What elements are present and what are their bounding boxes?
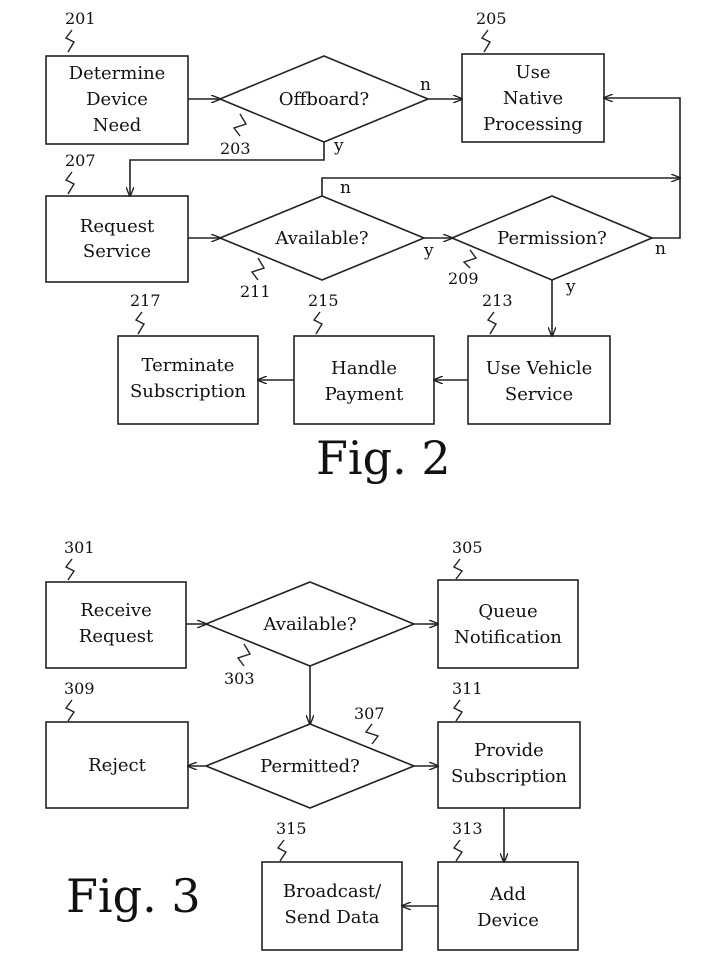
ref-217: 217: [130, 291, 161, 310]
node-309-line-1: Reject: [88, 755, 147, 776]
ref-205: 205: [476, 9, 507, 28]
node-311-line-1: Provide: [474, 740, 544, 761]
leader-315: [276, 839, 288, 862]
ref-203: 203: [220, 139, 251, 158]
node-211-label: Available?: [275, 228, 369, 249]
node-301-line-2: Request: [79, 626, 154, 647]
node-307-permitted-decision: Permitted?: [203, 723, 417, 809]
leader-209: [462, 249, 478, 269]
node-205-line-3: Processing: [483, 114, 583, 135]
leader-207: [64, 171, 75, 195]
leader-307: [364, 723, 380, 745]
node-315-line-1: Broadcast/: [283, 881, 382, 902]
node-215-handle-payment: Handle Payment: [293, 335, 435, 425]
ref-305: 305: [452, 538, 483, 557]
node-207-line-2: Service: [83, 241, 151, 262]
node-205-use-native-processing: Use Native Processing: [461, 53, 605, 143]
leader-217: [134, 311, 145, 335]
ref-215: 215: [308, 291, 339, 310]
node-301-line-1: Receive: [80, 600, 152, 621]
label-offboard-no: n: [420, 75, 431, 95]
label-offboard-yes: y: [333, 136, 344, 156]
node-217-line-2: Subscription: [130, 381, 246, 402]
ref-213: 213: [482, 291, 513, 310]
node-213-line-2: Service: [505, 384, 573, 405]
leader-203: [232, 113, 248, 137]
node-311-line-2: Subscription: [451, 766, 567, 787]
leader-211: [250, 257, 266, 281]
node-205-line-2: Native: [503, 88, 563, 109]
edge-209-205: [604, 98, 681, 239]
ref-309: 309: [64, 679, 95, 698]
node-301-receive-request: Receive Request: [45, 581, 187, 669]
ref-201: 201: [65, 9, 96, 28]
leader-301: [64, 558, 76, 581]
node-217-terminate-subscription: Terminate Subscription: [117, 335, 259, 425]
ref-207: 207: [65, 151, 96, 170]
fig2-caption: Fig. 2: [316, 431, 451, 485]
node-215-line-1: Handle: [331, 358, 397, 379]
fig3-caption: Fig. 3: [66, 869, 201, 923]
node-313-line-1: Add: [489, 884, 526, 905]
node-203-offboard-decision: Offboard?: [217, 55, 431, 143]
node-201-determine-device-need: Determine Device Need: [45, 55, 189, 145]
edge-203-207: [130, 142, 325, 196]
label-permission-yes: y: [565, 277, 576, 297]
node-307-label: Permitted?: [260, 756, 360, 777]
node-315-broadcast-send-data: Broadcast/ Send Data: [261, 861, 403, 951]
node-305-line-2: Notification: [454, 627, 562, 648]
node-201-line-2: Device: [86, 89, 148, 110]
leader-205: [480, 29, 491, 53]
node-203-label: Offboard?: [279, 89, 369, 110]
node-211-available-decision: Available?: [217, 195, 427, 281]
ref-303: 303: [224, 669, 255, 688]
node-207-request-service: Request Service: [45, 195, 189, 283]
ref-307: 307: [354, 704, 385, 723]
leader-213: [486, 311, 497, 335]
node-309-reject: Reject: [45, 721, 189, 809]
label-permission-no: n: [655, 239, 666, 259]
fig3: Receive Request 301 Available? 303 Queue…: [45, 538, 581, 951]
leader-303: [236, 643, 252, 667]
node-207-line-1: Request: [80, 216, 155, 237]
ref-209: 209: [448, 269, 479, 288]
node-201-line-1: Determine: [69, 63, 166, 84]
node-209-label: Permission?: [497, 228, 607, 249]
node-303-label: Available?: [263, 614, 357, 635]
node-201-line-3: Need: [93, 115, 142, 136]
node-209-permission-decision: Permission?: [449, 195, 655, 281]
ref-301: 301: [64, 538, 95, 557]
edge-211-no: [321, 178, 680, 196]
leader-215: [312, 311, 323, 335]
label-available-yes: y: [423, 241, 434, 261]
node-217-line-1: Terminate: [142, 355, 235, 376]
node-205-line-1: Use: [515, 62, 550, 83]
node-313-line-2: Device: [477, 910, 539, 931]
ref-211: 211: [240, 282, 271, 301]
node-213-use-vehicle-service: Use Vehicle Service: [467, 335, 611, 425]
node-303-available-decision: Available?: [203, 581, 417, 667]
ref-315: 315: [276, 819, 307, 838]
leader-311: [452, 699, 464, 722]
leader-313: [452, 839, 464, 862]
label-available-no: n: [340, 178, 351, 198]
ref-313: 313: [452, 819, 483, 838]
leader-309: [64, 699, 76, 722]
node-313-add-device: Add Device: [437, 861, 579, 951]
node-215-line-2: Payment: [325, 384, 405, 405]
node-213-line-1: Use Vehicle: [486, 358, 593, 379]
node-305-line-1: Queue: [478, 601, 537, 622]
leader-201: [64, 29, 75, 53]
node-305-queue-notification: Queue Notification: [437, 579, 579, 669]
node-315-line-2: Send Data: [285, 907, 380, 928]
node-311-provide-subscription: Provide Subscription: [437, 721, 581, 809]
leader-305: [452, 558, 464, 580]
fig2: Determine Device Need 201 Offboard? 203 …: [45, 9, 681, 485]
ref-311: 311: [452, 679, 483, 698]
